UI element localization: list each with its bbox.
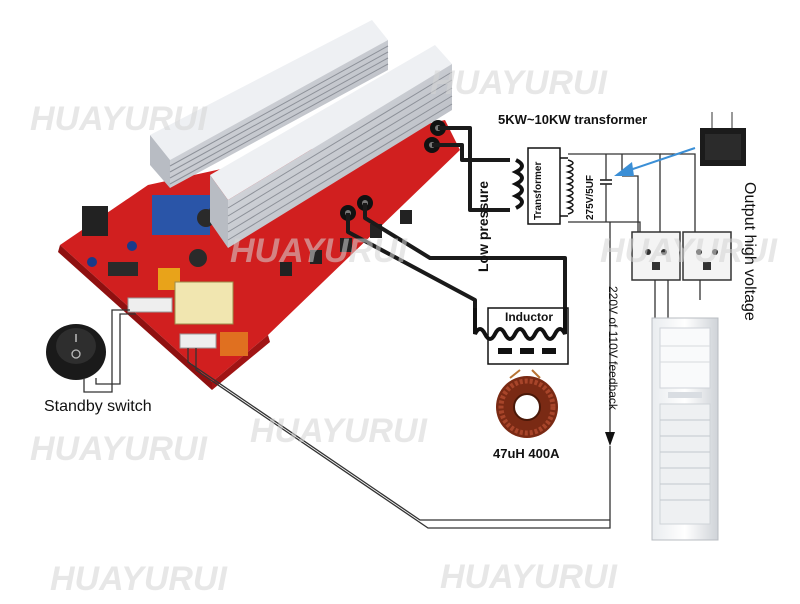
watermark-text: HUAYURUI [600,232,778,270]
transformer-label: Transformer [533,161,544,220]
low-pressure-label: Low pressure [475,180,491,272]
output-voltage-label: Output high voltage [741,182,758,321]
capacitor-photo [700,112,746,166]
output-socket-left [631,231,681,281]
power-wires [346,126,567,308]
watermark-text: HUAYURUI [230,232,408,270]
feedback-label: 220V of 110V feedback [606,286,620,410]
watermark-text: HUAYURUI [30,430,208,468]
feedback-line [605,222,615,446]
watermark-text: HUAYURUI [50,560,228,598]
air-conditioner-unit [651,317,719,541]
transformer-box [527,147,561,225]
inverter-board [58,120,460,390]
switch-module [82,206,108,236]
feedback-wires [187,348,611,529]
watermark: HUAYURUI HUAYURUI HUAYURUI HUAYURUI HUAY… [30,64,778,598]
output-circuit-lines [568,153,701,318]
capacitor-label: 275V/5UF [585,174,596,220]
output-socket-right [682,231,732,281]
connector-strip [179,333,217,349]
inductor-spec: 47uH 400A [493,446,560,461]
inductor-core-bars [498,348,556,354]
arrow-to-capacitor [614,147,696,176]
capacitor-symbol [600,179,612,185]
watermark-text: HUAYURUI [250,412,428,450]
toroidal-inductor-photo [496,369,558,438]
transformer-coil [511,158,524,210]
aux-transformer [174,281,234,325]
connector-strip [127,297,173,313]
transformer-secondary-coil [565,159,574,215]
watermark-text: HUAYURUI [30,100,208,138]
rocker-switch-photo [46,324,106,380]
heatsink-left [150,20,389,188]
capacitor-block [220,332,248,356]
transformer-title: 5KW~10KW transformer [498,112,648,127]
inductor-coil [473,308,567,341]
watermark-text: HUAYURUI [440,558,618,596]
ic-chip [108,262,138,276]
watermark-text: HUAYURUI [430,64,608,102]
inductor-label: Inductor [505,310,553,324]
standby-switch-wires [83,309,136,393]
heatsink-right [210,45,453,248]
standby-switch-label: Standby switch [44,398,152,415]
